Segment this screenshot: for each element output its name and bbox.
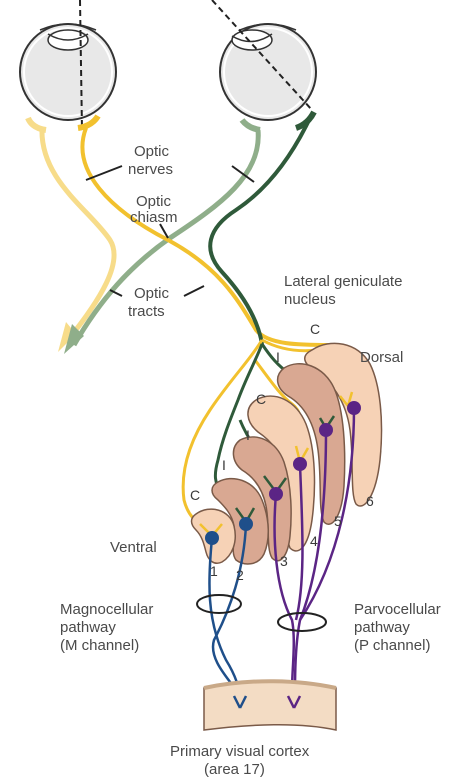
layer-number-5: 5 (334, 513, 342, 529)
parvo-label-line3: (P channel) (354, 637, 430, 654)
left-eye (20, 0, 116, 130)
layer-number-3: 3 (280, 553, 288, 569)
parvo-label-line2: pathway (354, 619, 410, 636)
cortex-label-line2: (area 17) (204, 761, 265, 778)
cortex-label-line1: Primary visual cortex (170, 743, 310, 760)
optic-tracts-label-line1: Optic (134, 285, 170, 302)
primary-visual-cortex (204, 681, 336, 730)
layer-3-mark: I (246, 427, 250, 443)
lgn-label-line1: Lateral geniculate (284, 273, 402, 290)
layer-6-mark: C (310, 321, 320, 337)
ventral-label: Ventral (110, 539, 157, 556)
layer-number-2: 2 (236, 567, 244, 583)
magno-label-line3: (M channel) (60, 637, 139, 654)
right-eye (212, 0, 316, 130)
layer-number-6: 6 (366, 493, 374, 509)
magno-bundle-ring (197, 595, 241, 613)
dorsal-label: Dorsal (360, 349, 403, 366)
lgn-label-line2: nucleus (284, 291, 336, 308)
magno-label-line2: pathway (60, 619, 116, 636)
layer-number-4: 4 (310, 533, 318, 549)
layer-4-mark: C (256, 391, 266, 407)
parvo-label-line1: Parvocellular (354, 601, 441, 618)
layer-2-mark: I (222, 457, 226, 473)
optic-nerves-label-line2: nerves (128, 161, 173, 178)
optic-tracts-label-line2: tracts (128, 303, 165, 320)
left-temporal-fibers (42, 128, 114, 340)
optic-chiasm-label-line1: Optic (136, 193, 172, 210)
layer-number-1: 1 (210, 563, 218, 579)
optic-nerves-label-line1: Optic (134, 143, 170, 160)
layer-1-mark: C (190, 487, 200, 503)
right-temporal-fibers-green (210, 118, 310, 344)
left-nasal-fibers-yellow (82, 128, 330, 345)
optic-chiasm-label-line2: chiasm (130, 209, 178, 226)
magno-label-line1: Magnocellular (60, 601, 153, 618)
layer-5-mark: I (276, 349, 280, 365)
